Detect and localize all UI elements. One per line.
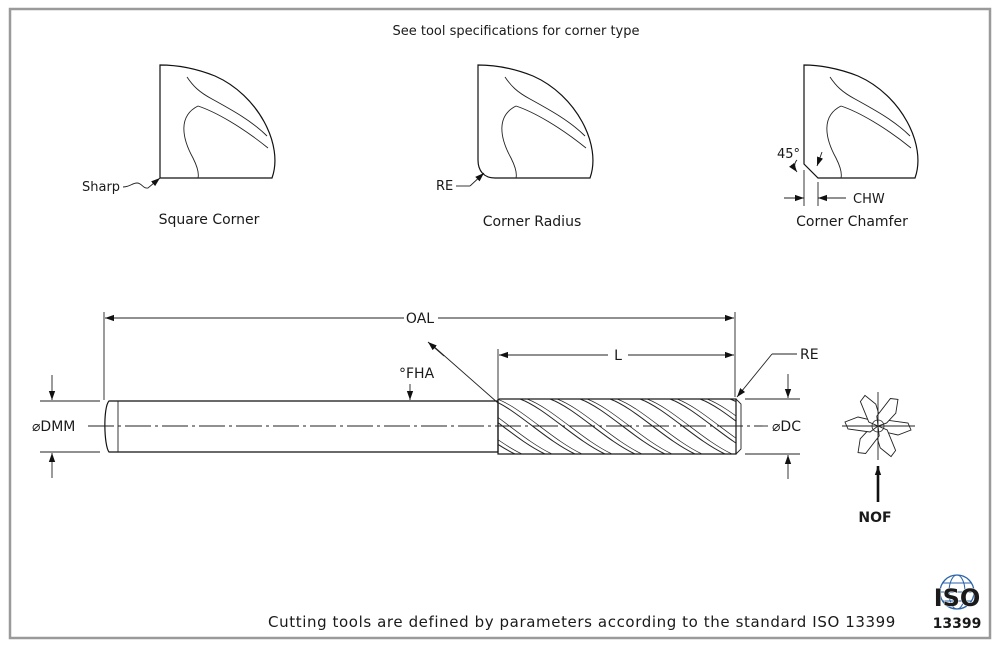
helix-flute-line	[498, 422, 546, 454]
helix-flute-line	[676, 399, 736, 439]
shank-outline	[104, 400, 499, 453]
helix-flute-line	[498, 399, 583, 454]
helix-flute-line	[498, 417, 553, 454]
corner-radius-label: Corner Radius	[483, 214, 582, 230]
helix-flute-line	[669, 399, 736, 444]
helix-flute-line	[400, 399, 485, 454]
globe-icon	[939, 574, 975, 610]
chw-callout: CHW	[853, 192, 885, 207]
helix-flute-line	[549, 399, 636, 454]
helix-flute-line	[616, 399, 703, 454]
helix-flute-line	[519, 399, 606, 454]
corner-chamfer-label: Corner Chamfer	[796, 214, 908, 230]
square-corner-label: Square Corner	[159, 212, 260, 228]
helix-flute-line	[609, 399, 696, 454]
end-mill-side-view: OAL L RE °FHA ⌀DMM ⌀DC	[32, 311, 819, 479]
sharp-callout: Sharp	[82, 180, 120, 195]
corner-chamfer-profile	[803, 64, 919, 179]
dmm-label: ⌀DMM	[32, 419, 75, 435]
square-corner-detail: Sharp Square Corner	[82, 64, 276, 228]
sharp-leader	[122, 177, 161, 189]
cutting-tooth	[876, 398, 899, 427]
helix-flute-line	[526, 399, 613, 454]
l-label: L	[614, 348, 622, 364]
helix-flute-line	[370, 399, 455, 454]
helix-flute-line	[639, 399, 726, 454]
fha-label: °FHA	[399, 366, 435, 382]
helix-flute-line	[579, 399, 666, 454]
header-note: See tool specifications for corner type	[393, 24, 640, 39]
helix-flute-line	[498, 443, 516, 454]
corner-radius-detail: RE Corner Radius	[436, 64, 594, 230]
helix-flute-line	[377, 399, 462, 454]
helix-flute-line	[556, 399, 643, 454]
oal-label: OAL	[406, 311, 434, 327]
footer-text: Cutting tools are defined by parameters …	[268, 613, 896, 631]
chamfer-angle-arc	[789, 159, 798, 173]
corner-radius-profile	[477, 64, 594, 179]
sheet-frame	[8, 7, 992, 640]
corner-chamfer-detail: 45° CHW Corner Chamfer	[777, 64, 919, 230]
cutting-teeth	[844, 394, 912, 458]
square-corner-edge	[186, 76, 268, 137]
dc-label: ⌀DC	[772, 419, 801, 435]
helix-flutes	[370, 399, 736, 454]
re-tool-leader	[736, 353, 773, 398]
helix-flute-line	[699, 399, 736, 422]
re-tool-label: RE	[800, 347, 819, 363]
re-corner-leader	[469, 172, 485, 187]
helix-flute-line	[706, 399, 736, 417]
chamfer-angle-callout: 45°	[777, 147, 800, 162]
end-view: NOF	[842, 392, 915, 526]
iso-logo-text: ISO	[934, 584, 981, 612]
helix-flute-line	[646, 399, 733, 454]
helix-flute-line	[407, 399, 492, 454]
helix-flute-line	[586, 399, 673, 454]
re-corner-callout: RE	[436, 179, 453, 194]
helix-flute-line	[498, 439, 523, 454]
iso-logo-number: 13399	[933, 616, 982, 632]
nof-label: NOF	[858, 510, 891, 526]
square-corner-profile	[159, 64, 276, 179]
iso-13399-logo: ISO 13399	[933, 574, 982, 632]
